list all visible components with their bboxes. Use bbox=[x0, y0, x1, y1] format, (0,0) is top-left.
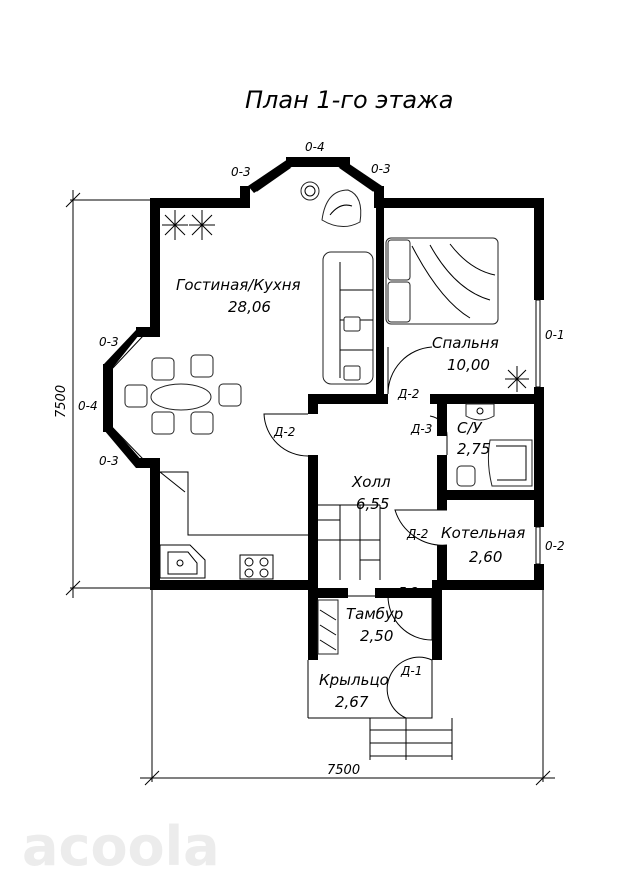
window-mark-top-center: 0-4 bbox=[305, 140, 325, 154]
room-area-vestibule: 2,50 bbox=[360, 627, 393, 645]
dimension-width: 7500 bbox=[327, 763, 360, 778]
door-mark-boiler: Д-2 bbox=[406, 527, 428, 541]
room-name-vestibule: Тамбур bbox=[346, 605, 403, 623]
plan-title: План 1-го этажа bbox=[245, 86, 453, 114]
window-mark-boiler: 0-2 bbox=[545, 539, 565, 553]
room-name-living: Гостиная/Кухня bbox=[176, 276, 301, 294]
window-mark-left-bottom: 0-3 bbox=[99, 454, 119, 468]
wardrobe bbox=[317, 599, 339, 655]
window-mark-bedroom: 0-1 bbox=[545, 328, 565, 342]
door-mark-bedroom: Д-2 bbox=[397, 387, 419, 401]
armchair bbox=[300, 181, 362, 227]
dining-table bbox=[124, 354, 242, 435]
room-area-living: 28,06 bbox=[228, 298, 271, 316]
interior-stairs bbox=[318, 504, 381, 580]
sofa bbox=[322, 251, 374, 385]
dimension-lines bbox=[65, 190, 555, 786]
window-mark-top-left: 0-3 bbox=[231, 165, 251, 179]
room-area-boiler: 2,60 bbox=[469, 548, 502, 566]
room-area-porch: 2,67 bbox=[335, 693, 369, 711]
room-area-bathroom: 2,75 bbox=[457, 440, 490, 458]
dimension-height: 7500 bbox=[54, 385, 69, 418]
plants bbox=[162, 210, 529, 392]
bathroom-fixtures bbox=[456, 403, 533, 487]
door-mark-vestibule: Д-2 bbox=[396, 585, 418, 599]
watermark-logo: acoola bbox=[22, 815, 220, 878]
porch-outline bbox=[307, 660, 453, 760]
room-name-bedroom: Спальня bbox=[432, 334, 499, 352]
door-mark-entrance: Д-1 bbox=[400, 664, 422, 678]
room-name-hall: Холл bbox=[351, 473, 391, 491]
door-mark-bathroom: Д-3 bbox=[410, 422, 432, 436]
bed bbox=[385, 237, 499, 325]
room-area-bedroom: 10,00 bbox=[447, 356, 490, 374]
room-area-hall: 6,55 bbox=[356, 495, 389, 513]
window-mark-left-center: 0-4 bbox=[78, 399, 98, 413]
window-mark-left-top: 0-3 bbox=[99, 335, 119, 349]
room-name-porch: Крыльцо bbox=[319, 671, 389, 689]
kitchen-counter bbox=[159, 471, 310, 580]
room-name-boiler: Котельная bbox=[441, 524, 525, 542]
door-swings bbox=[263, 346, 448, 719]
room-name-bathroom: С/У bbox=[457, 419, 483, 437]
window-mark-top-right: 0-3 bbox=[371, 162, 391, 176]
windows bbox=[105, 159, 541, 565]
door-mark-living: Д-2 bbox=[273, 425, 295, 439]
